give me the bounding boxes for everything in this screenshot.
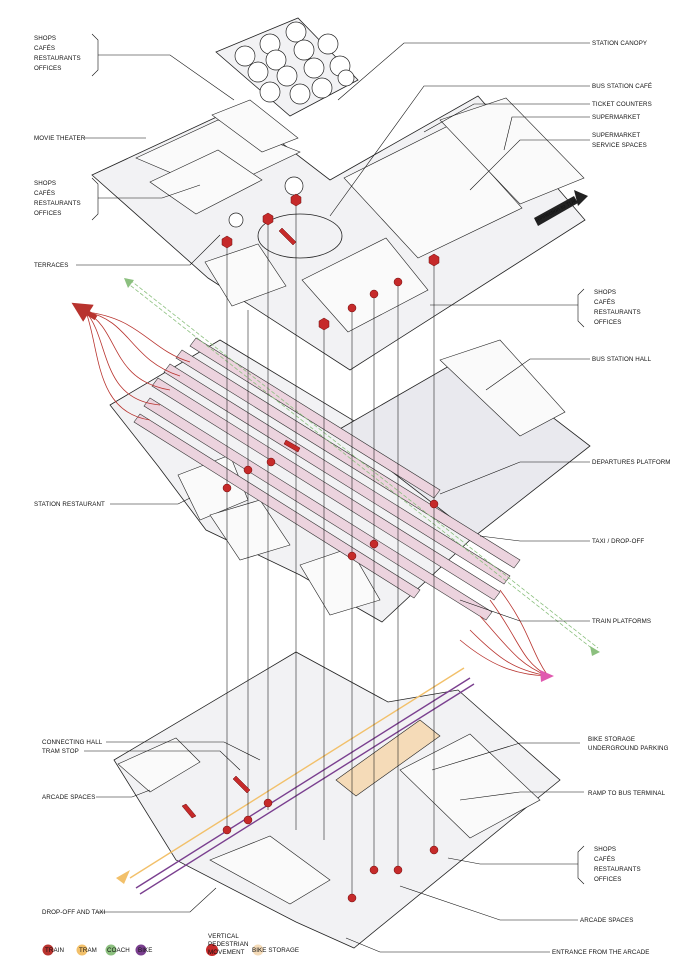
label-arcade-spaces-right: ARCADE SPACES [580, 917, 633, 924]
legend-train: TRAIN [45, 947, 64, 954]
label-shops-mid-2: CAFÉS [34, 190, 55, 197]
legend-coach-swatch [105, 944, 117, 956]
label-shops-mid-1: SHOPS [34, 180, 56, 187]
label-shops-right-2: CAFÉS [594, 299, 615, 306]
label-bike-storage-2: UNDERGROUND PARKING [588, 745, 669, 752]
legend-bike-swatch [135, 944, 147, 956]
train-lines [85, 311, 549, 677]
label-train-platforms: TRAIN PLATFORMS [592, 618, 651, 625]
legend-vertical-2: PEDESTRIAN [208, 941, 249, 948]
upper-level-plate: connection to TUK [91, 95, 588, 371]
label-ramp-bus: RAMP TO BUS TERMINAL [588, 790, 666, 797]
label-connecting-hall: CONNECTING HALL [42, 739, 103, 746]
legend-coach: COACH [107, 947, 130, 954]
label-departures-platform: DEPARTURES PLATFORM [592, 459, 671, 466]
coach-line [125, 279, 599, 651]
legend-tram: TRAM [79, 947, 97, 954]
label-entrance-arcade: ENTRANCE FROM THE ARCADE [552, 949, 650, 956]
label-shops-top-4: OFFICES [34, 65, 62, 72]
label-shops-bottom-4: OFFICES [594, 876, 622, 883]
legend-vertical-swatch [206, 944, 218, 956]
station-canopy [215, 17, 359, 117]
label-supermarket-service-1: SUPERMARKET [592, 132, 640, 139]
ground-level-plate [113, 651, 561, 949]
label-shops-bottom-3: RESTAURANTS [594, 866, 641, 873]
label-shops-top-3: RESTAURANTS [34, 55, 81, 62]
label-tram-stop: TRAM STOP [42, 748, 79, 755]
label-movie-theater: MOVIE THEATER [34, 135, 86, 142]
label-dropoff-taxi: DROP-OFF AND TAXI [42, 909, 106, 916]
label-shops-mid-3: RESTAURANTS [34, 200, 81, 207]
label-bus-cafe: BUS STATION CAFÉ [592, 83, 652, 90]
legend-bike-storage-swatch [252, 944, 264, 956]
label-supermarket-service-2: SERVICE SPACES [592, 142, 647, 149]
vertical-lines [226, 200, 435, 900]
label-shops-bottom-1: SHOPS [594, 846, 616, 853]
label-shops-bottom-2: CAFÉS [594, 856, 615, 863]
label-ticket-counters: TICKET COUNTERS [592, 101, 652, 108]
label-shops-right-3: RESTAURANTS [594, 309, 641, 316]
label-shops-top-2: CAFÉS [34, 45, 55, 52]
vertical-cores [181, 193, 440, 903]
legend-bike-storage: BIKE STORAGE [252, 947, 299, 954]
label-taxi-dropoff: TAXI / DROP-OFF [592, 538, 644, 545]
legend-vertical-1: VERTICAL [208, 933, 239, 940]
train-arrow-left [71, 302, 98, 322]
label-shops-right-4: OFFICES [594, 319, 622, 326]
label-station-restaurant: STATION RESTAURANT [34, 501, 105, 508]
label-station-canopy: STATION CANOPY [592, 40, 647, 47]
label-terraces: TERRACES [34, 262, 69, 269]
label-arcade-spaces-left: ARCADE SPACES [42, 794, 95, 801]
label-shops-right-1: SHOPS [594, 289, 616, 296]
label-supermarket: SUPERMARKET [592, 114, 640, 121]
label-shops-top-1: SHOPS [34, 35, 56, 42]
labels: SHOPS CAFÉS RESTAURANTS OFFICES MOVIE TH… [34, 35, 671, 956]
leader-lines [76, 33, 590, 953]
ground-transit-lines [129, 667, 475, 895]
legend-train-swatch [42, 944, 54, 956]
tram-arrow [116, 870, 130, 884]
label-bike-storage-1: BIKE STORAGE [588, 736, 635, 743]
label-shops-mid-4: OFFICES [34, 210, 62, 217]
legend: TRAIN TRAM COACH BIKE VERTICAL PEDESTRIA… [42, 933, 299, 956]
label-bus-station-hall: BUS STATION HALL [592, 356, 652, 363]
legend-tram-swatch [76, 944, 88, 956]
legend-bike: BIKE [138, 947, 153, 954]
train-arrow-right [540, 670, 554, 682]
legend-vertical-3: MOVEMENT [208, 949, 245, 956]
